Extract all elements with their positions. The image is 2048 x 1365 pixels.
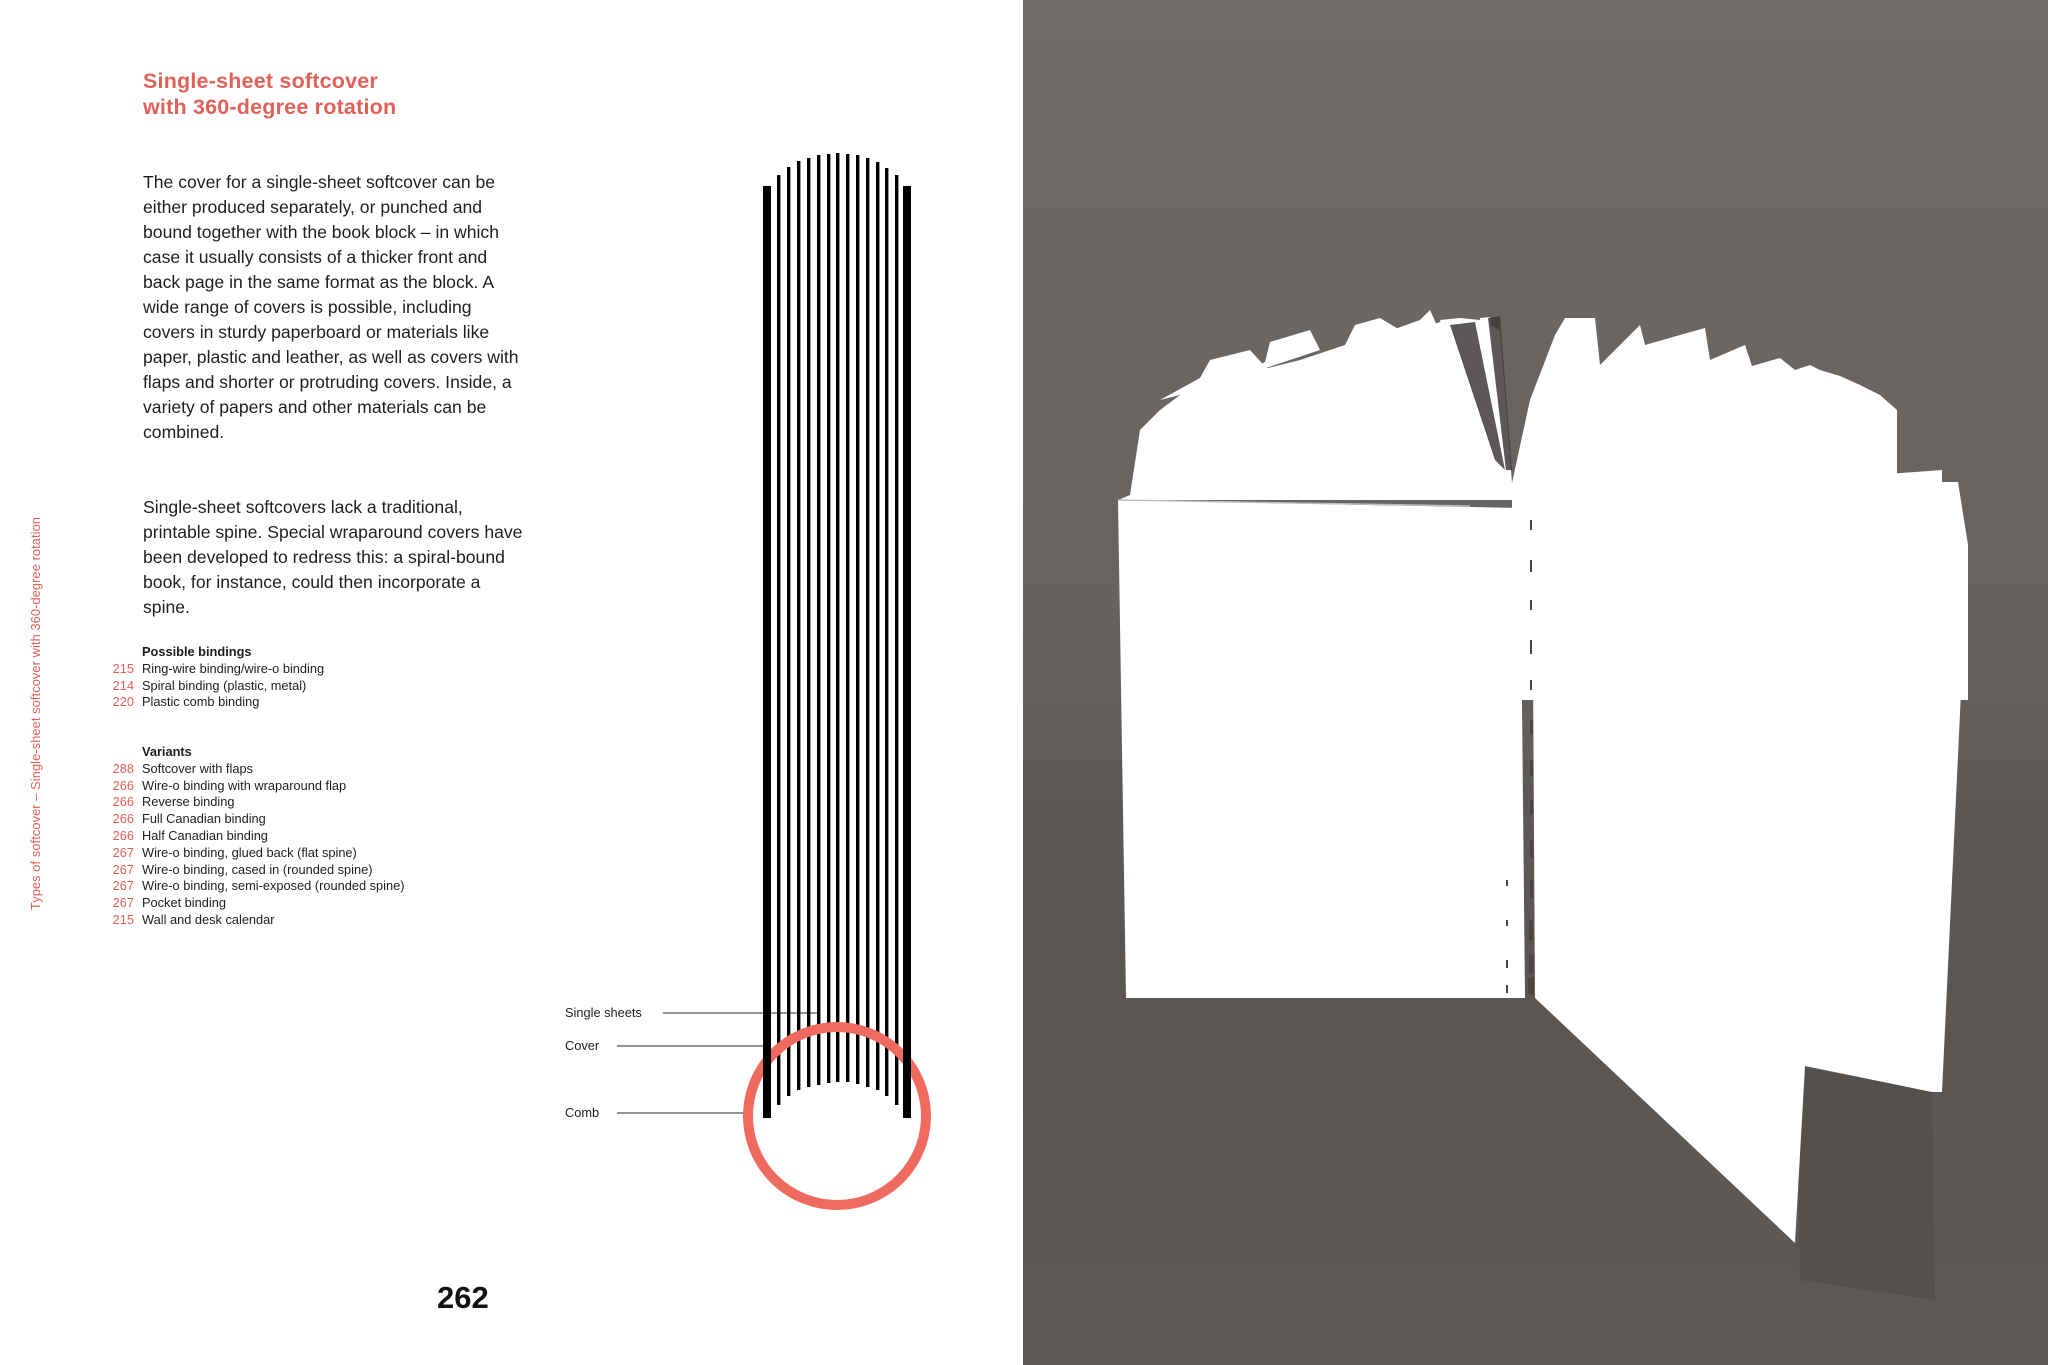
page-reference: 266 <box>112 794 134 810</box>
list-item-label: Wire-o binding, semi-exposed (rounded sp… <box>142 878 405 894</box>
page-reference: 215 <box>112 911 134 927</box>
page-reference: 267 <box>112 861 134 877</box>
page-reference: 220 <box>112 694 134 710</box>
single-sheets-label: Single sheets <box>565 1005 642 1020</box>
list-item[interactable]: 266 Half Canadian binding <box>104 828 404 845</box>
list-item[interactable]: 214 Spiral binding (plastic, metal) <box>104 678 324 695</box>
page-reference: 266 <box>112 777 134 793</box>
page-reference: 267 <box>112 878 134 894</box>
list-item-label: Half Canadian binding <box>142 827 268 843</box>
list-item-label: Wire-o binding with wraparound flap <box>142 777 347 793</box>
list-item-label: Pocket binding <box>142 895 226 911</box>
left-cover-page <box>1118 500 1525 998</box>
binding-diagram: Single sheets Cover Comb <box>540 140 960 1230</box>
list-item[interactable]: 288 Softcover with flaps <box>104 761 404 778</box>
list-item-label: Ring-wire binding/wire-o binding <box>142 660 325 676</box>
list-item[interactable]: 267 Wire-o binding, glued back (flat spin… <box>104 845 404 862</box>
page-title-line-2: with 360-degree rotation <box>143 95 397 119</box>
list-item-label: Full Canadian binding <box>142 811 266 827</box>
list-item-label: Reverse binding <box>142 794 235 810</box>
left-fanned-pages <box>1118 310 1512 500</box>
cover-label: Cover <box>565 1038 600 1053</box>
list-item[interactable]: 266 Wire-o binding with wraparound flap <box>104 778 404 795</box>
variants-heading: Variants <box>142 744 192 759</box>
body-paragraph-1: The cover for a single-sheet softcover c… <box>143 172 519 442</box>
single-sheet-lines <box>777 153 899 1105</box>
page-reference: 215 <box>112 660 134 676</box>
possible-bindings-list: Possible bindings 215 Ring-wire binding/w… <box>104 644 324 711</box>
page-reference: 214 <box>112 677 134 693</box>
page-reference: 266 <box>112 827 134 843</box>
list-item-label: Wall and desk calendar <box>142 911 275 927</box>
front-cover-line <box>763 186 771 1118</box>
list-item[interactable]: 220 Plastic comb binding <box>104 694 324 711</box>
left-page: Single-sheet softcover with 360-degree r… <box>0 0 1023 1365</box>
comb-ring <box>743 1022 931 1210</box>
right-page <box>1532 470 1942 1243</box>
page-reference: 267 <box>112 844 134 860</box>
list-item-label: Wire-o binding, glued back (flat spine) <box>142 844 357 860</box>
list-item[interactable]: 267 Wire-o binding, cased in (rounded spi… <box>104 862 404 879</box>
list-item-label: Spiral binding (plastic, metal) <box>142 677 307 693</box>
list-item-label: Plastic comb binding <box>142 694 260 710</box>
list-item[interactable]: 266 Full Canadian binding <box>104 811 404 828</box>
comb-label: Comb <box>565 1105 600 1120</box>
possible-bindings-heading: Possible bindings <box>142 644 252 659</box>
list-item-label: Softcover with flaps <box>142 760 253 776</box>
page-reference: 288 <box>112 760 134 776</box>
page-reference: 266 <box>112 811 134 827</box>
body-paragraph-2: Single-sheet softcovers lack a tradition… <box>143 497 523 617</box>
back-cover-line <box>903 186 911 1118</box>
book-photograph <box>1023 0 2048 1365</box>
binding-diagram-graphic <box>617 153 931 1210</box>
list-item[interactable]: 267 Pocket binding <box>104 895 404 912</box>
list-item[interactable]: 215 Ring-wire binding/wire-o binding <box>104 661 324 678</box>
list-item[interactable]: 266 Reverse binding <box>104 794 404 811</box>
page-title: Single-sheet softcover with 360-degree r… <box>143 68 396 120</box>
page-number: 262 <box>437 1280 489 1315</box>
running-head: Types of softcover – Single-sheet softco… <box>28 516 43 910</box>
page-reference: 267 <box>112 895 134 911</box>
spiral-bound-book-image <box>1023 310 2048 1365</box>
list-item-label: Wire-o binding, cased in (rounded spine) <box>142 861 373 877</box>
spiral-binding <box>1506 520 1534 994</box>
page-title-line-1: Single-sheet softcover <box>143 69 378 93</box>
list-item[interactable]: 215 Wall and desk calendar <box>104 912 404 929</box>
list-item[interactable]: 267 Wire-o binding, semi-exposed (rounded… <box>104 878 405 895</box>
